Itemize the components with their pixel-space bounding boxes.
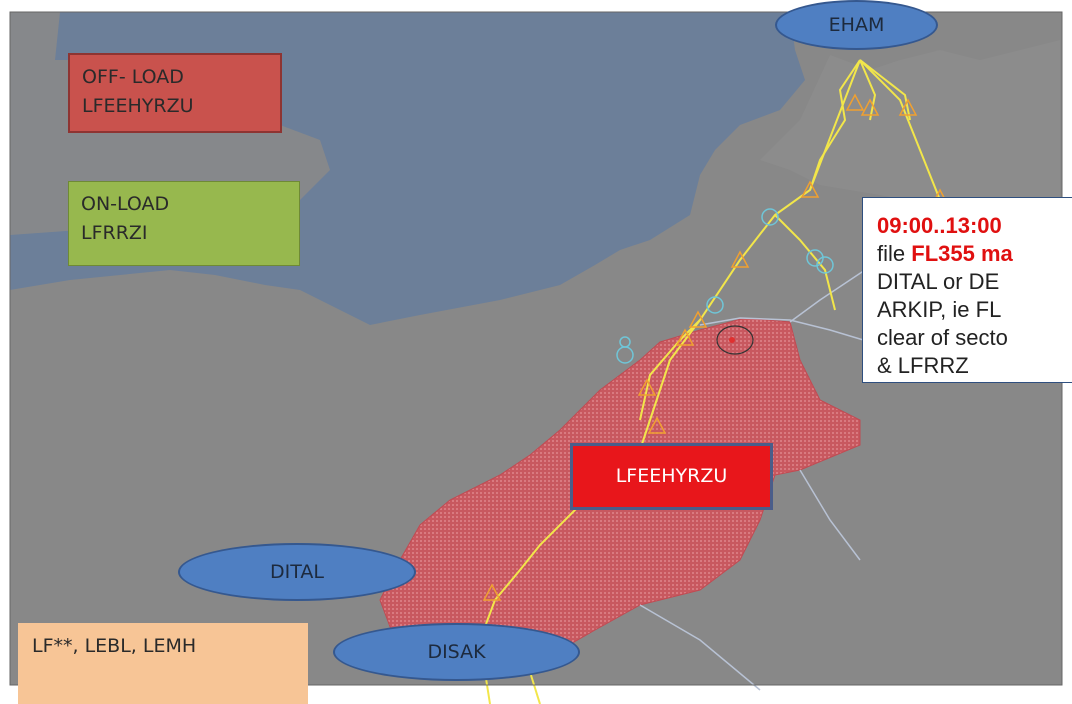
restriction-note: 09:00..13:00 file FL355 ma DITAL or DE A…: [862, 197, 1072, 383]
airport-eham: EHAM: [775, 0, 938, 50]
note-line-3: DITAL or DE: [877, 269, 1000, 294]
waypoint-disak: DISAK: [333, 623, 580, 681]
waypoint-triangle: [800, 180, 820, 198]
waypoint-triangle: [482, 583, 502, 601]
note-file-text: file: [877, 241, 912, 266]
navaid-circle: [761, 208, 779, 226]
waypoint-triangle: [845, 93, 865, 111]
flight-routes: [478, 59, 941, 704]
navaid-markers: [616, 208, 834, 364]
onload-legend: ON-LOAD LFRRZI: [68, 181, 300, 266]
note-flight-level: FL355 ma: [911, 241, 1013, 266]
navaid-circle: [619, 336, 631, 348]
waypoint-dital: DITAL: [178, 543, 416, 601]
note-line-4: ARKIP, ie FL: [877, 297, 1002, 322]
note-line-6: & LFRRZ: [877, 353, 969, 378]
note-time: 09:00..13:00: [877, 213, 1002, 238]
offload-title: OFF- LOAD: [82, 66, 184, 88]
note-line-5: clear of secto: [877, 325, 1008, 350]
offload-legend: OFF- LOAD LFEEHYRZU: [68, 53, 282, 133]
note-line-level: file FL355 ma: [877, 240, 1072, 268]
destinations-legend: LF**, LEBL, LEMH: [18, 623, 308, 704]
onload-sector: LFRRZI: [81, 222, 148, 244]
waypoint-triangle: [730, 250, 750, 268]
waypoint-triangle: [647, 416, 667, 434]
sector-label: LFEEHYRZU: [570, 443, 773, 510]
waypoint-triangle: [688, 310, 708, 328]
navaid-circle: [816, 256, 834, 274]
waypoint-triangle: [898, 98, 918, 116]
waypoint-triangle: [637, 378, 657, 396]
offload-sector: LFEEHYRZU: [82, 95, 194, 117]
highlight-dot: [729, 337, 735, 343]
navaid-circle: [706, 296, 724, 314]
highlight-ring: [716, 325, 754, 355]
waypoint-triangle: [675, 328, 695, 346]
waypoint-triangle: [860, 98, 880, 116]
onload-title: ON-LOAD: [81, 193, 170, 215]
